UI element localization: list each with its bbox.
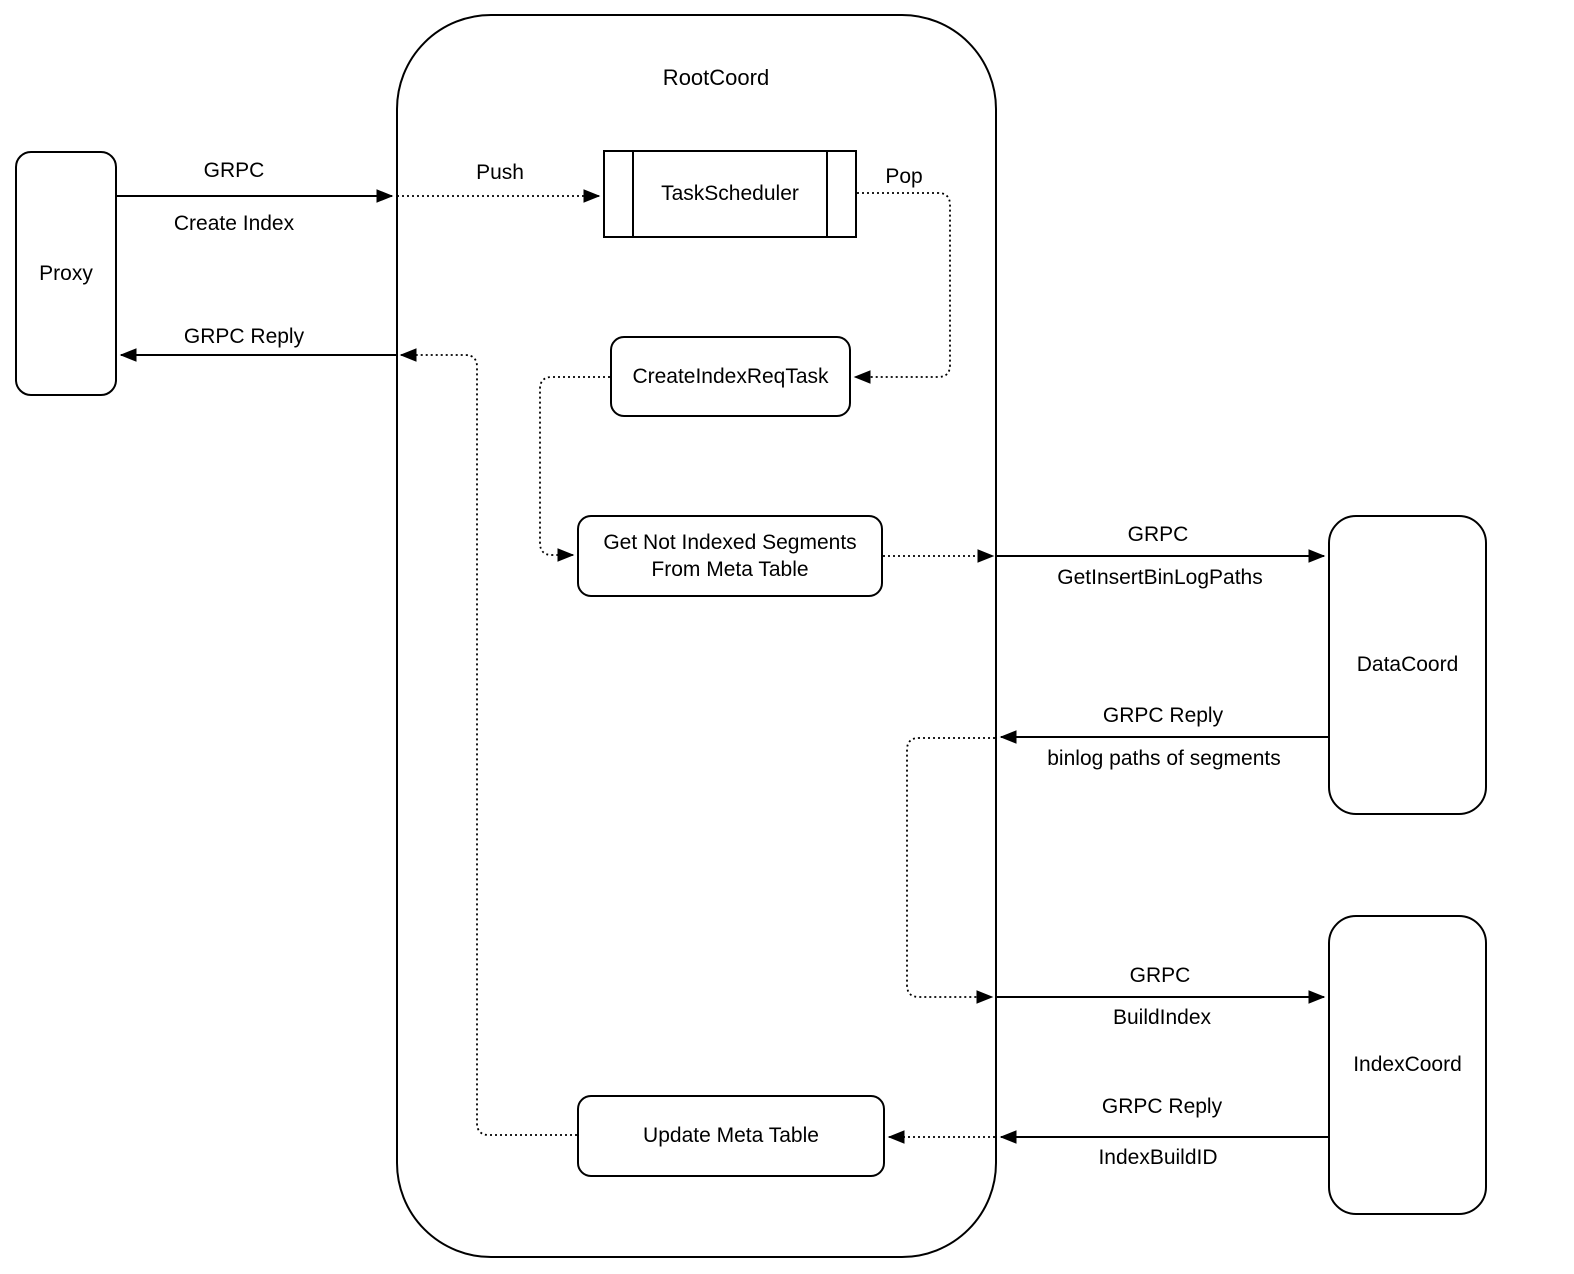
index-coord-node: IndexCoord — [1328, 915, 1487, 1215]
index-coord-label: IndexCoord — [1353, 1053, 1462, 1077]
update-meta-table-node: Update Meta Table — [577, 1095, 885, 1177]
data-coord-label: DataCoord — [1356, 653, 1459, 677]
proxy-label: Proxy — [39, 261, 93, 285]
label-binlog-paths: binlog paths of segments — [1047, 747, 1281, 770]
edge-to-get-not-indexed — [539, 376, 610, 562]
edge-internal-bracket — [906, 737, 995, 1004]
rootcoord-title: RootCoord — [662, 65, 770, 90]
label-buildindex: BuildIndex — [1112, 1006, 1212, 1029]
proxy-node: Proxy — [15, 151, 117, 396]
get-not-indexed-node: Get Not Indexed Segments From Meta Table — [577, 515, 883, 597]
label-grpc-reply-proxy: GRPC Reply — [183, 325, 305, 348]
edge-pop — [853, 192, 951, 384]
edge-update-meta-reply — [399, 348, 577, 1136]
data-coord-node: DataCoord — [1328, 515, 1487, 815]
label-pop: Pop — [885, 165, 923, 188]
label-grpc-build: GRPC — [1129, 964, 1191, 987]
create-index-req-task-label: CreateIndexReqTask — [632, 364, 829, 388]
task-scheduler-right-bar — [826, 152, 828, 236]
label-grpc-reply-indexbuild: GRPC Reply — [1101, 1095, 1223, 1118]
task-scheduler-label: TaskScheduler — [661, 182, 799, 206]
label-getinsertbinlogpaths: GetInsertBinLogPaths — [1057, 566, 1263, 589]
label-grpc-getinsert: GRPC — [1127, 523, 1189, 546]
label-create-index: Create Index — [173, 212, 295, 235]
label-grpc-create: GRPC — [203, 159, 265, 182]
task-scheduler-left-bar — [632, 152, 634, 236]
task-scheduler-node: TaskScheduler — [603, 150, 857, 238]
label-indexbuildid: IndexBuildID — [1098, 1146, 1218, 1169]
label-grpc-reply-binlog: GRPC Reply — [1102, 704, 1224, 727]
get-not-indexed-label-line2: From Meta Table — [651, 558, 809, 581]
label-push: Push — [476, 161, 524, 184]
create-index-req-task-node: CreateIndexReqTask — [610, 336, 851, 417]
update-meta-table-label: Update Meta Table — [643, 1124, 819, 1148]
get-not-indexed-label-line1: Get Not Indexed Segments — [603, 530, 857, 554]
